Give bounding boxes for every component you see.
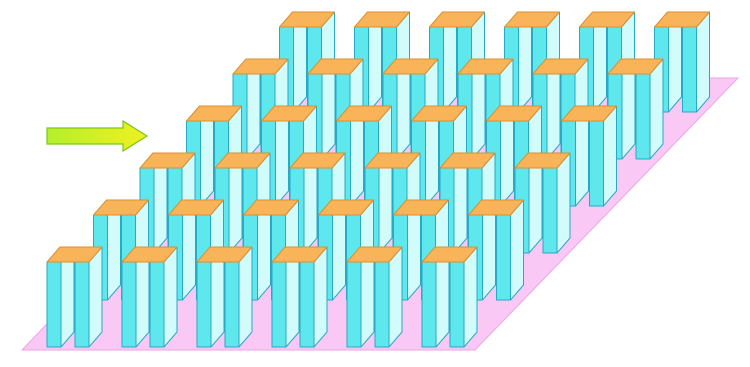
block-top-slab <box>382 58 439 75</box>
arch-block <box>196 246 253 348</box>
block-top-slab <box>214 152 271 169</box>
block-top-slab <box>232 58 289 75</box>
block-top-slab <box>654 11 710 28</box>
block-right-side-face <box>649 58 664 160</box>
block-top-slab <box>261 105 317 122</box>
block-top-slab <box>336 105 392 122</box>
block-right-wall <box>299 261 315 348</box>
arch-block <box>421 246 478 348</box>
block-top-slab <box>421 246 478 263</box>
arch-block <box>121 246 178 348</box>
block-right-side-face <box>463 246 478 348</box>
block-right-side-face <box>388 246 403 348</box>
arch-block <box>607 58 664 160</box>
block-array <box>46 11 710 348</box>
block-right-wall <box>449 261 465 348</box>
block-top-slab <box>318 199 374 216</box>
block-top-slab <box>468 199 524 216</box>
block-top-slab <box>429 11 485 28</box>
block-right-side-face <box>238 246 253 348</box>
block-right-wall <box>149 261 165 348</box>
block-top-slab <box>243 199 299 216</box>
block-top-slab <box>46 246 103 263</box>
block-top-slab <box>279 11 335 28</box>
block-top-slab <box>439 152 496 169</box>
block-right-wall <box>542 167 558 254</box>
block-top-slab <box>561 105 617 122</box>
block-top-slab <box>457 58 514 75</box>
block-top-slab <box>186 105 242 122</box>
incident-arrow <box>46 119 149 153</box>
block-top-slab <box>486 105 542 122</box>
block-right-wall <box>589 120 604 207</box>
block-right-side-face <box>163 246 178 348</box>
block-right-side-face <box>510 199 524 301</box>
block-left-wall <box>121 261 137 348</box>
arch-block <box>468 199 524 301</box>
block-top-slab <box>289 152 346 169</box>
block-right-side-face <box>88 246 103 348</box>
block-left-wall <box>196 261 212 348</box>
block-top-slab <box>514 152 571 169</box>
block-top-slab <box>139 152 196 169</box>
block-top-slab <box>607 58 664 75</box>
block-top-slab <box>121 246 178 263</box>
block-top-slab <box>196 246 253 263</box>
block-top-slab <box>579 11 635 28</box>
block-top-slab <box>393 199 449 216</box>
block-right-side-face <box>313 246 328 348</box>
block-top-slab <box>354 11 410 28</box>
block-left-wall <box>46 261 62 348</box>
block-top-slab <box>532 58 589 75</box>
arch-block <box>514 152 571 254</box>
block-left-wall <box>271 261 287 348</box>
arch-block <box>271 246 328 348</box>
block-right-wall <box>682 26 697 113</box>
block-right-wall <box>374 261 390 348</box>
arch-block <box>346 246 403 348</box>
block-right-wall <box>635 73 651 160</box>
arch-block <box>46 246 103 348</box>
block-right-wall <box>496 214 511 301</box>
block-right-wall <box>224 261 240 348</box>
block-top-slab <box>504 11 560 28</box>
block-right-side-face <box>696 11 710 113</box>
block-right-side-face <box>556 152 571 254</box>
block-top-slab <box>411 105 467 122</box>
block-top-slab <box>271 246 328 263</box>
block-top-slab <box>168 199 224 216</box>
block-top-slab <box>364 152 421 169</box>
block-right-wall <box>74 261 90 348</box>
block-left-wall <box>346 261 362 348</box>
block-top-slab <box>307 58 364 75</box>
block-top-slab <box>346 246 403 263</box>
block-right-side-face <box>603 105 617 207</box>
block-left-wall <box>421 261 437 348</box>
block-top-slab <box>93 199 149 216</box>
